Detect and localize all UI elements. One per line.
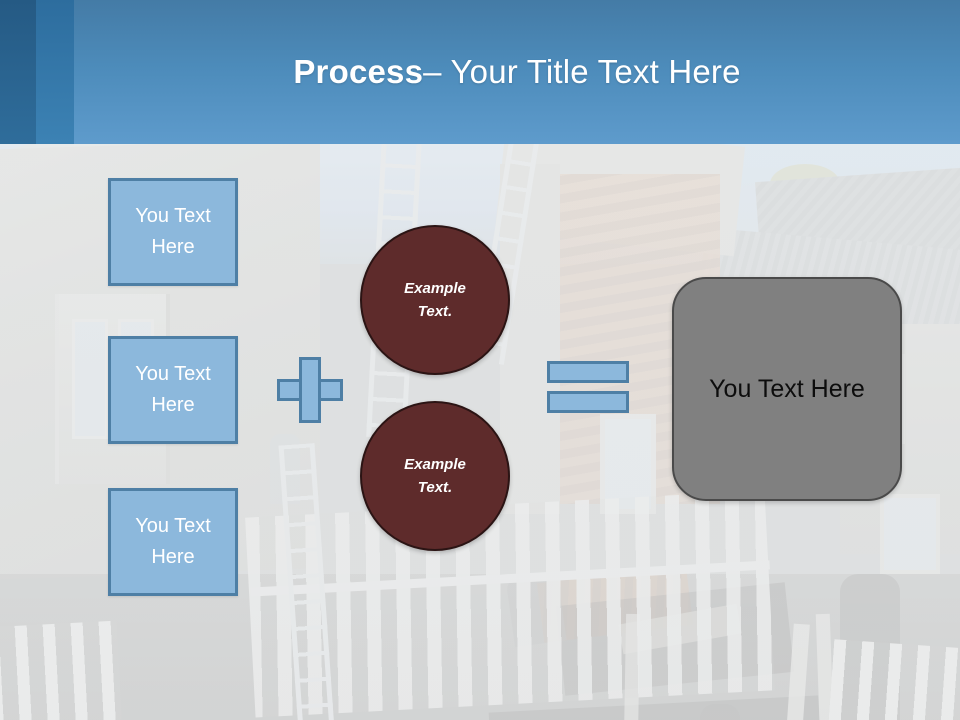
header-accent-bar-2 [36, 0, 74, 144]
input-box-1[interactable]: You Text Here [108, 178, 238, 286]
example-circle-2-line2: Text. [417, 479, 453, 496]
input-box-1-label: You Text Here [135, 205, 211, 258]
example-circle-2-label: Example Text. [404, 453, 466, 500]
example-circle-1-label: Example Text. [404, 277, 466, 324]
result-box-label: You Text Here [709, 374, 865, 403]
header-accent-bar-1 [0, 0, 36, 144]
header-banner [74, 0, 960, 144]
plus-icon-center-fill [302, 382, 318, 398]
input-box-2-label: You Text Here [135, 363, 211, 416]
example-circle-1-line1: Example [404, 279, 466, 297]
page-title: Process – Your Title Text Here [74, 0, 960, 144]
plus-icon [277, 357, 343, 423]
equals-icon [547, 361, 629, 415]
example-circle-2[interactable]: Example Text. [360, 401, 510, 551]
example-circle-1[interactable]: Example Text. [360, 225, 510, 375]
input-box-3[interactable]: You Text Here [108, 488, 238, 596]
equals-icon-bottom-bar [547, 391, 629, 413]
input-box-2[interactable]: You Text Here [108, 336, 238, 444]
page-title-rest: – Your Title Text Here [423, 53, 741, 90]
input-box-3-label: You Text Here [135, 515, 211, 568]
example-circle-2-line1: Example [404, 455, 466, 473]
slide-header: Process – Your Title Text Here [0, 0, 960, 144]
page-title-bold: Process [293, 53, 424, 90]
example-circle-1-line2: Text. [417, 303, 453, 320]
equals-icon-top-bar [547, 361, 629, 383]
result-box[interactable]: You Text Here [672, 277, 902, 501]
